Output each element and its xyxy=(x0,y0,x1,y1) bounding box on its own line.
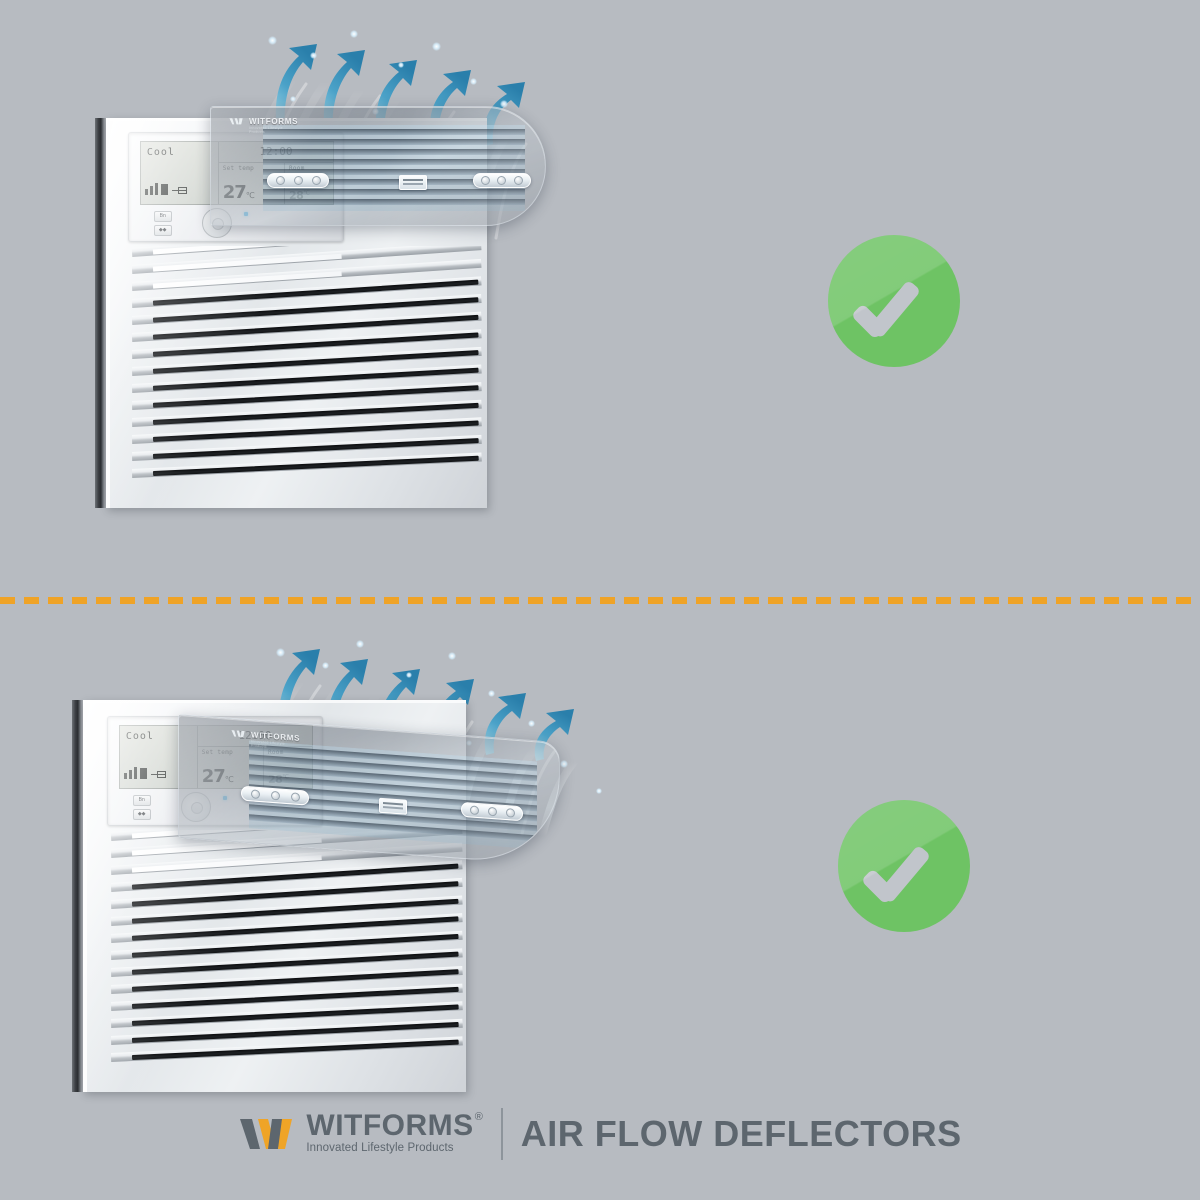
top-deflector-clamp-left[interactable] xyxy=(267,173,329,188)
top-deflector[interactable]: WITFORMS Innovated Lifestyle Products xyxy=(210,106,546,226)
witforms-logo-icon xyxy=(240,1119,293,1149)
witforms-w-icon xyxy=(231,730,245,738)
top-deflector-badge xyxy=(399,175,427,190)
dashed-divider xyxy=(0,597,1200,604)
bottom-check-badge xyxy=(838,800,970,932)
ac-side-edge xyxy=(95,118,108,508)
bottom-deflector[interactable]: WITFORMS Innovated Lifestyle Products xyxy=(178,714,560,867)
top-deflector-clamp-right[interactable] xyxy=(473,173,531,188)
footer-headline: AIR FLOW DEFLECTORS xyxy=(520,1113,962,1154)
footer-brand: WITFORMS ® Innovated Lifestyle Products xyxy=(238,1109,483,1157)
top-check-badge xyxy=(828,235,960,367)
lcd-mode-text: Cool xyxy=(125,730,154,742)
mode-button[interactable]: Bn xyxy=(132,794,151,806)
deflector-brand-tagline: Innovated Lifestyle Products xyxy=(249,126,283,134)
lcd-mode-text: Cool xyxy=(146,146,175,158)
lcd-fan-icons xyxy=(145,183,188,196)
ac-side-edge xyxy=(72,700,85,1092)
mode-button[interactable]: Bn xyxy=(153,210,172,222)
registered-mark-icon: ® xyxy=(474,1111,483,1123)
lcd-status-area: Cool xyxy=(141,141,219,205)
footer-brand-text: WITFORMS ® Innovated Lifestyle Products xyxy=(306,1109,483,1155)
swing-button[interactable]: ◆◆ xyxy=(132,808,151,820)
footer-divider xyxy=(500,1108,503,1160)
top-ac-grille xyxy=(132,246,482,498)
footer-tagline: Innovated Lifestyle Products xyxy=(306,1142,454,1154)
bottom-ac-grille xyxy=(111,830,463,1084)
footer-brand-bar: WITFORMS ® Innovated Lifestyle Products … xyxy=(0,1098,1200,1170)
swing-button[interactable]: ◆◆ xyxy=(153,224,172,236)
lcd-fan-icons xyxy=(124,767,167,780)
bottom-deflector-badge xyxy=(379,797,407,815)
top-deflector-brand: WITFORMS Innovated Lifestyle Products xyxy=(229,117,299,134)
footer-wordmark: WITFORMS xyxy=(306,1109,474,1142)
witforms-w-icon xyxy=(229,118,243,125)
deflector-brand-text: WITFORMS xyxy=(249,117,299,126)
bottom-deflector-brand: WITFORMS Innovated Lifestyle Products xyxy=(231,729,300,749)
top-coil-fins xyxy=(263,125,525,211)
